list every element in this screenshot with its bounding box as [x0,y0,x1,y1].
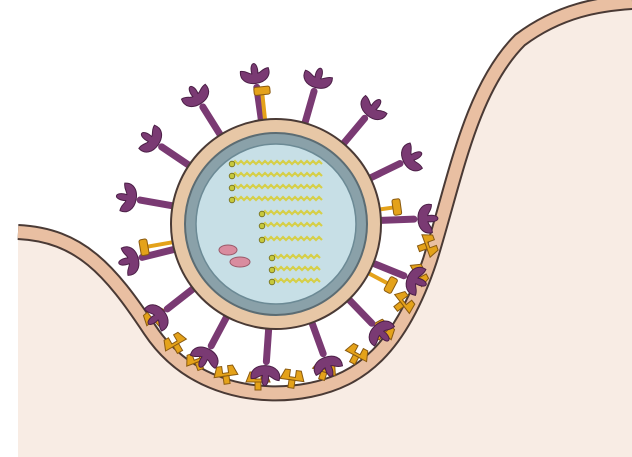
rna-cap [229,161,235,167]
accessory-protein-icon [139,239,150,256]
spike-protein-icon [114,182,139,214]
spike-protein-icon [178,79,213,111]
protein-blob [230,257,250,267]
rna-cap [229,197,235,203]
rna-cap [229,173,235,179]
rna-cap [269,255,275,261]
accessory-protein-icon [383,276,398,294]
accessory-protein-icon [254,86,271,96]
spike-protein-icon [239,62,270,86]
rna-cap [269,267,275,273]
rna-cap [269,279,275,285]
rna-cap [259,211,265,217]
rna-cap [259,223,265,229]
spike-protein-icon [397,140,428,175]
spike-protein-icon [301,64,334,91]
accessory-protein-icon [392,199,402,216]
protein-blob [219,245,237,255]
rna-cap [229,185,235,191]
spike-protein-icon [115,244,141,277]
virus-particle-icon [171,119,381,329]
rna-cap [259,237,265,243]
spike-protein-icon [134,121,167,156]
